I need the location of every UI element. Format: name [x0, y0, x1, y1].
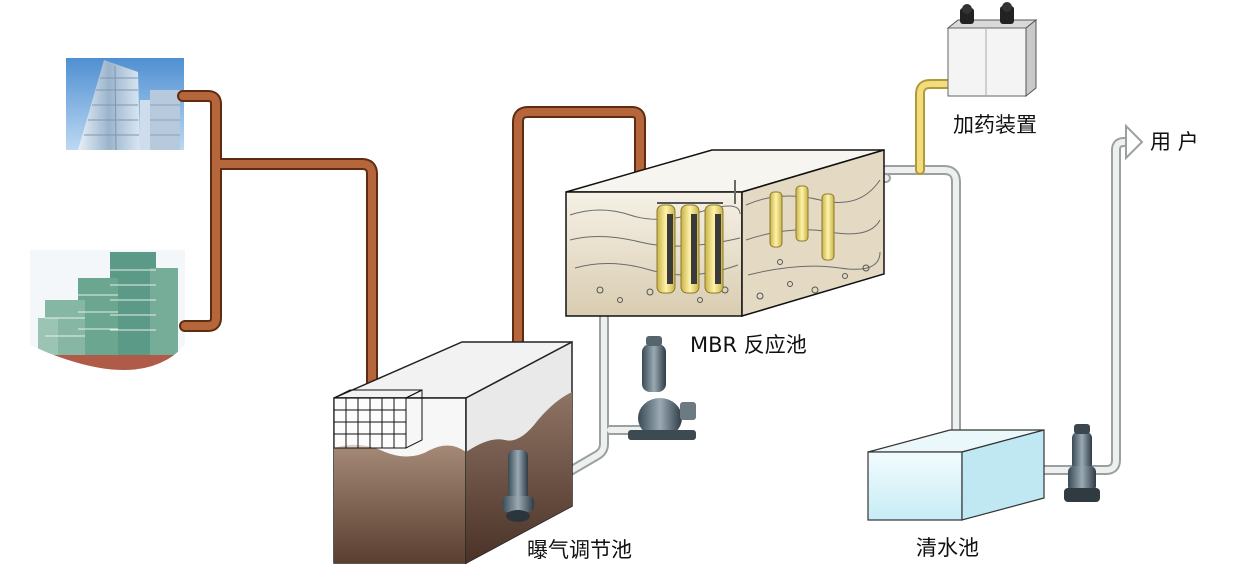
dosing-device-label: 加药装置 [953, 113, 1037, 137]
mbr-tank-label: MBR 反应池 [690, 333, 807, 357]
roots-blower-icon [628, 336, 696, 440]
transfer-pump-icon [1064, 424, 1100, 502]
office-tower-image [66, 58, 184, 150]
dosing-pipe [915, 79, 965, 175]
clear-water-tank-label: 清水池 [916, 536, 979, 560]
aeration-tank: 曝气调节池 [333, 340, 632, 565]
clear-water-tank: 清水池 [867, 429, 1045, 560]
dosing-unit-icon [946, 2, 1038, 98]
submersible-pump-icon [502, 450, 534, 522]
aeration-tank-label: 曝气调节池 [527, 538, 632, 562]
flow-arrow-icon [1125, 123, 1144, 161]
membrane-modules [656, 180, 835, 294]
bar-screen [333, 389, 423, 449]
sewage-pipes [177, 90, 646, 456]
user-label: 用 户 [1150, 130, 1199, 154]
apartment-building-image [30, 250, 185, 370]
mbr-tank: MBR 反应池 [565, 148, 885, 357]
